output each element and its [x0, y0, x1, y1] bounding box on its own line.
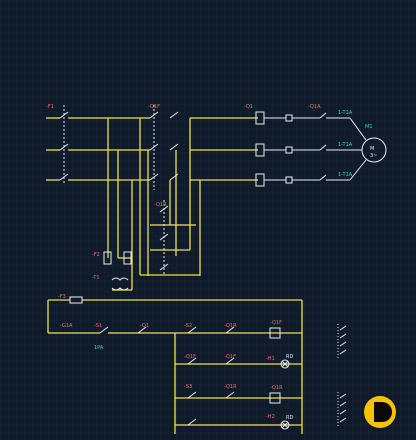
label-q1f-lower: -Q1F	[184, 354, 196, 360]
label-t1a-1: 1-T1A	[338, 110, 353, 116]
label-q1f-coil: -Q1F	[270, 320, 282, 326]
label-q1f: -Q1F	[148, 104, 160, 110]
label-q1r: -Q1R	[154, 202, 167, 208]
label-f1: -F1	[46, 104, 54, 110]
label-q1a: -Q1A	[308, 104, 321, 110]
cross-ref-lower	[337, 392, 347, 428]
label-s2: -S2	[184, 323, 192, 329]
label-q1-top: -Q1	[244, 104, 253, 110]
motor-m: M	[370, 146, 374, 152]
logo-mark	[364, 396, 396, 428]
label-g1a: -G1A	[60, 323, 73, 329]
label-q1r2: -Q1R	[224, 323, 237, 329]
label-s3: -S3	[184, 384, 192, 390]
label-rd1: RD	[286, 354, 293, 360]
label-f3: -F3	[58, 294, 66, 300]
label-t1a-3: 1-T1A	[338, 172, 353, 178]
motor-phase: 3~	[370, 153, 377, 159]
label-s1: -S1	[94, 323, 102, 329]
label-q1-mid: -Q1	[140, 323, 149, 329]
label-h2: -H2	[266, 414, 275, 420]
label-t1a-2: 1-T1A	[338, 142, 353, 148]
label-rd2: RD	[286, 415, 293, 421]
label-m1: M1	[365, 124, 373, 130]
label-q1r-3: -Q1R	[224, 384, 237, 390]
devices	[59, 105, 387, 430]
power-wiring	[46, 117, 303, 434]
label-q1f-2: -Q1F	[224, 354, 236, 360]
label-q1r-coil: -Q1R	[270, 385, 283, 391]
labels: -F1 -Q1F -Q1 -Q1A M1 M 3~ 1-T1A 1-T1A 1-…	[46, 104, 377, 421]
motor-symbol	[361, 137, 387, 163]
label-f2: -F2	[92, 252, 100, 258]
cross-ref-upper	[337, 324, 347, 360]
label-t1: -T1	[92, 275, 100, 281]
label-pulse: 1PA	[94, 345, 104, 351]
label-h1: -H1	[266, 356, 275, 362]
